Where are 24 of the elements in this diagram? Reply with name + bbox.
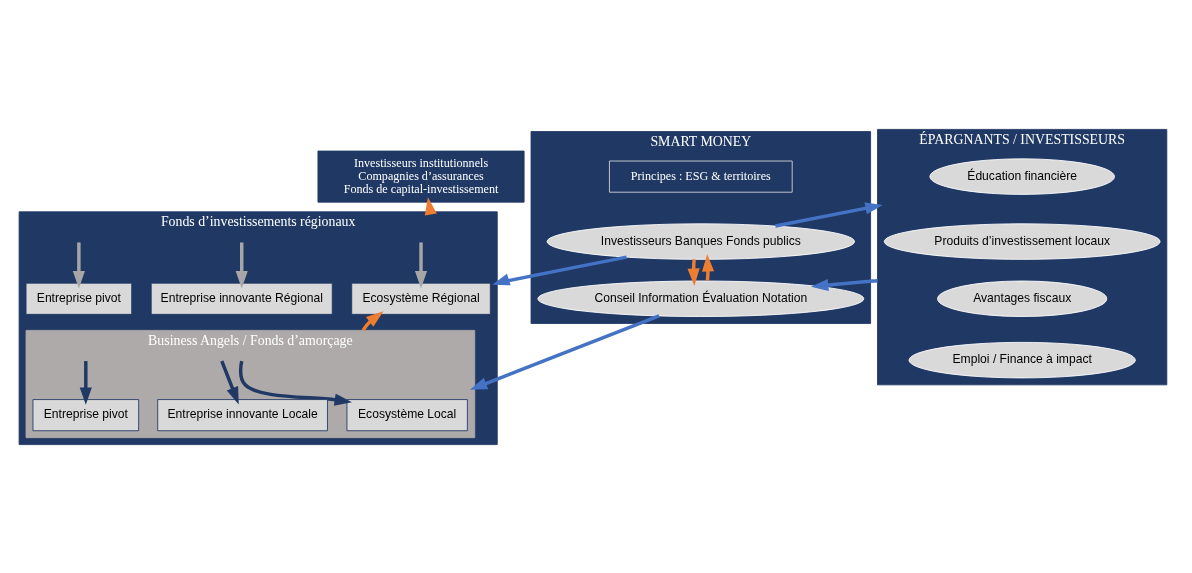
node-ellipse: Emploi / Finance à impact — [908, 341, 1136, 378]
arrow — [235, 242, 248, 288]
arrow — [72, 242, 85, 288]
arrow — [469, 313, 660, 390]
node-box: Principes : ESG & territoires — [609, 160, 793, 193]
node-box: Entreprise pivot — [25, 282, 133, 315]
node-ellipse: Avantages fiscaux — [937, 280, 1108, 317]
arrow — [414, 242, 428, 288]
arrow — [79, 360, 92, 405]
arrow — [238, 360, 352, 406]
node-box: Entreprise innovante Locale — [157, 398, 328, 431]
arrow — [775, 201, 883, 228]
arrow — [687, 258, 700, 286]
node-ellipse: Éducation financière — [929, 157, 1115, 195]
arrow — [492, 254, 627, 285]
arrow — [811, 278, 878, 291]
node-box: Ecosystème Local — [346, 398, 468, 431]
node-box: Investisseurs institutionnels Compagnies d’assurances Fonds de capital-investissement — [317, 150, 525, 203]
arrow — [220, 359, 239, 404]
node-box: Entreprise pivot — [32, 398, 140, 431]
node-ellipse: Produits d’investissement locaux — [883, 222, 1161, 260]
node-box: Ecosystème Régional — [351, 282, 491, 315]
node-ellipse: Investisseurs Banques Fonds publics — [546, 222, 855, 260]
node-box: Entreprise innovante Régional — [150, 282, 333, 315]
